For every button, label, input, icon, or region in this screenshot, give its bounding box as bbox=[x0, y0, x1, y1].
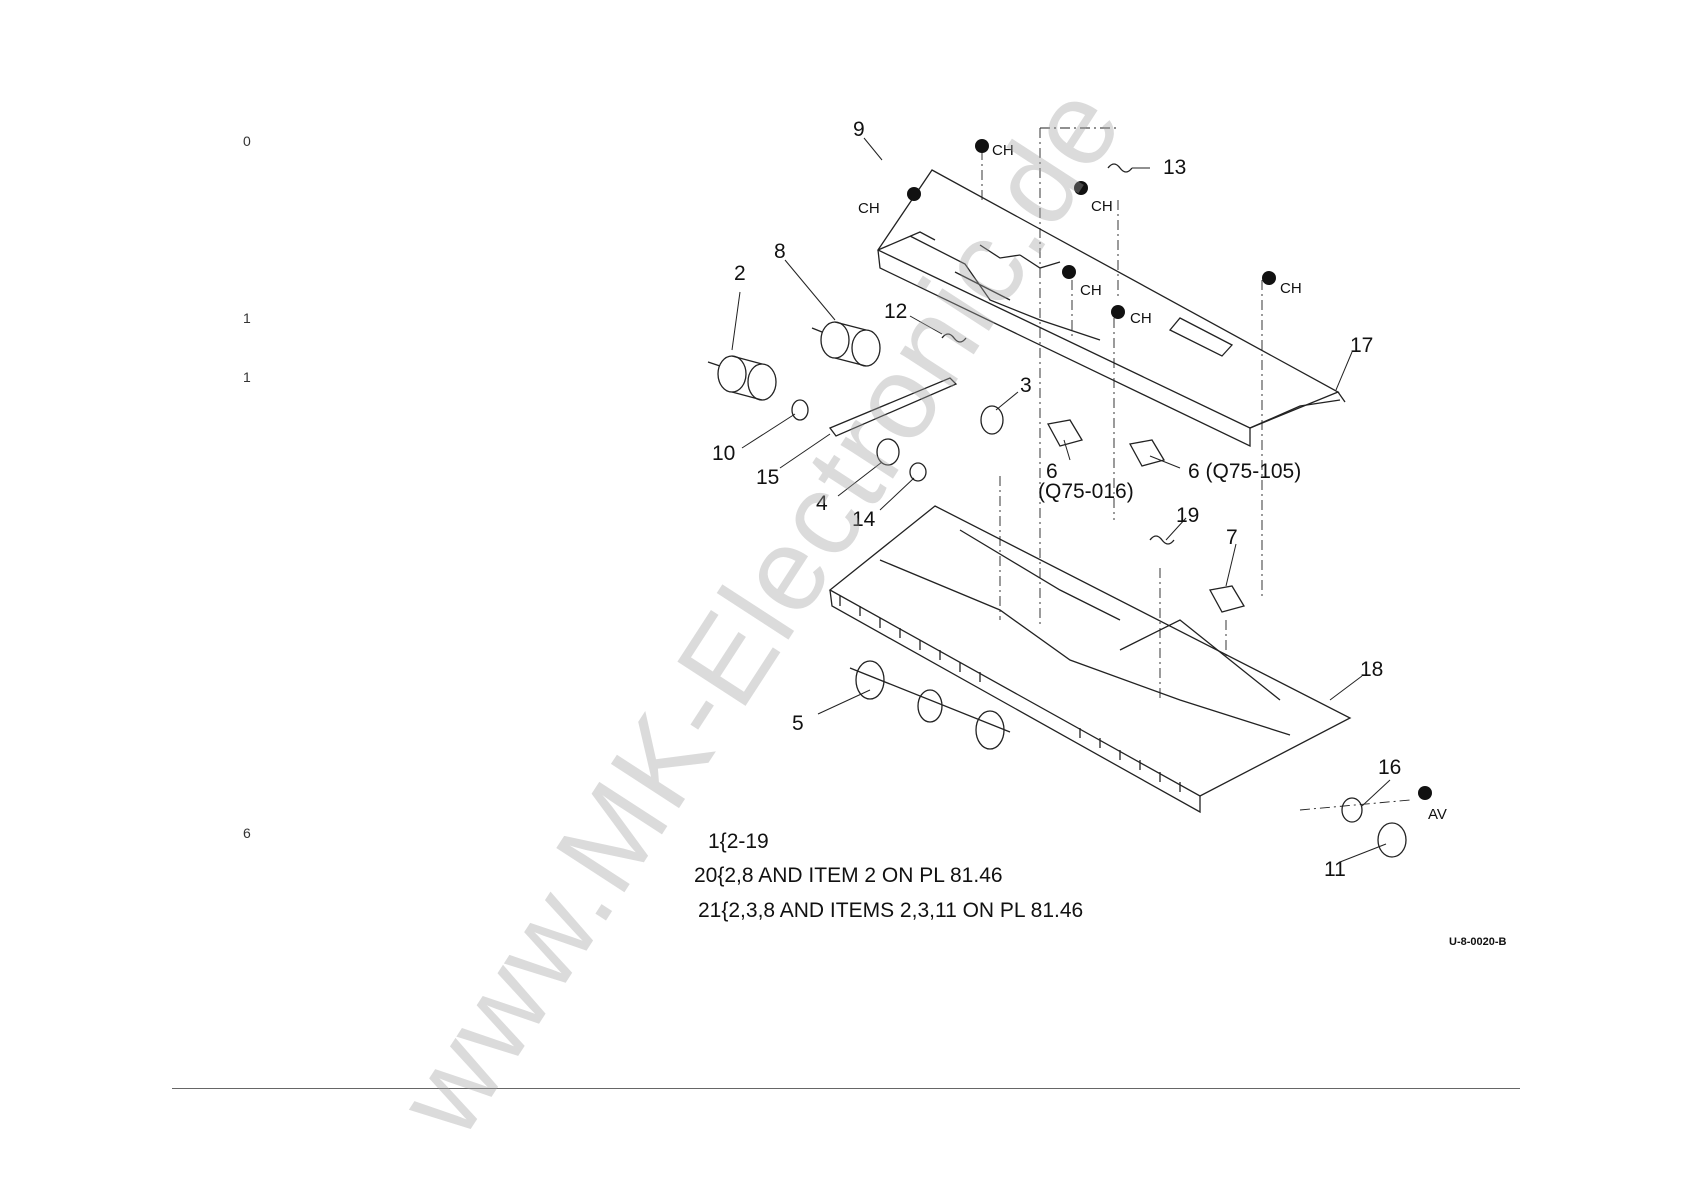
callout-7: 7 bbox=[1226, 526, 1238, 550]
callout-11: 11 bbox=[1324, 858, 1346, 882]
lower-frame-front bbox=[830, 590, 1200, 812]
callout-14: 14 bbox=[852, 508, 875, 532]
figure-code: U-8-0020-B bbox=[1449, 936, 1506, 948]
callout-12: 12 bbox=[884, 300, 907, 324]
roller-shaft-5 bbox=[850, 661, 1010, 749]
lower-frame-18 bbox=[830, 506, 1350, 796]
fastener-label: CH bbox=[1130, 310, 1152, 327]
callout-5: 5 bbox=[792, 712, 804, 736]
bottom-rule bbox=[172, 1088, 1520, 1089]
lower-frame-ribs bbox=[840, 596, 1180, 792]
kit-note: 20{2,8 AND ITEM 2 ON PL 81.46 bbox=[694, 864, 1003, 888]
callout-2: 2 bbox=[734, 262, 746, 286]
fastener-label: AV bbox=[1428, 806, 1447, 823]
callout-13: 13 bbox=[1163, 156, 1186, 180]
pulley-3 bbox=[981, 406, 1003, 434]
callout-9: 9 bbox=[853, 118, 865, 142]
callout-10: 10 bbox=[712, 442, 735, 466]
spring-13 bbox=[1108, 164, 1132, 172]
gear-4 bbox=[877, 439, 899, 465]
washer-16 bbox=[1342, 798, 1362, 822]
belt-15 bbox=[830, 378, 956, 436]
upper-chute-front-wall bbox=[878, 250, 1250, 446]
feed-roller-2 bbox=[708, 356, 776, 400]
collar-14 bbox=[910, 463, 926, 481]
callout-16: 16 bbox=[1378, 756, 1401, 780]
sensor-6-q75-105 bbox=[1130, 440, 1164, 466]
fastener-label: CH bbox=[1280, 280, 1302, 297]
spring-19 bbox=[1150, 536, 1174, 544]
fastener-label: CH bbox=[1091, 198, 1113, 215]
fastener-label: CH bbox=[858, 200, 880, 217]
sensor-7 bbox=[1210, 586, 1244, 612]
fastener-label: CH bbox=[992, 142, 1014, 159]
callout-19: 19 bbox=[1176, 504, 1199, 528]
callout-15: 15 bbox=[756, 466, 779, 490]
callout-18: 18 bbox=[1360, 658, 1383, 682]
spring-12 bbox=[942, 334, 966, 342]
feed-roller-8 bbox=[812, 322, 880, 366]
coupling-10 bbox=[792, 400, 808, 420]
fastener-dots bbox=[907, 139, 1432, 800]
fastener-label: CH bbox=[1080, 282, 1102, 299]
callout-17: 17 bbox=[1350, 334, 1373, 358]
gear-11 bbox=[1378, 823, 1406, 857]
kit-note: 21{2,3,8 AND ITEMS 2,3,11 ON PL 81.46 bbox=[698, 899, 1083, 923]
callout-4: 4 bbox=[816, 492, 828, 516]
kit-note: 1{2-19 bbox=[708, 830, 769, 854]
callout-3: 3 bbox=[1020, 374, 1032, 398]
callout-6-part-number: (Q75-016) bbox=[1038, 480, 1134, 504]
callout-8: 8 bbox=[774, 240, 786, 264]
callout-6-q75-105: 6 (Q75-105) bbox=[1188, 460, 1301, 484]
